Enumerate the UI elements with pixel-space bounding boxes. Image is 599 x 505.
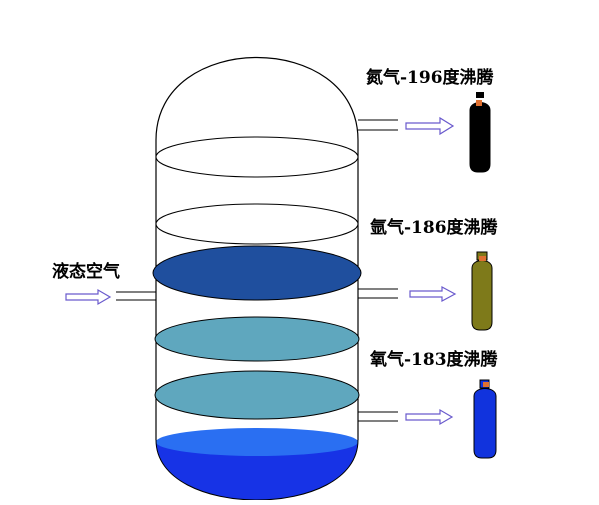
oxygen-label: 氧气-183度沸腾 [370,350,498,370]
argon-cylinder-icon [471,251,493,331]
argon-arrow-icon [409,285,457,303]
oxygen-outlet-pipe [358,411,398,422]
tray-5 [154,370,360,420]
nitrogen-arrow-icon [405,116,455,136]
inlet-arrow-icon [65,288,112,306]
nitrogen-label: 氮气-196度沸腾 [366,68,494,88]
tray-4 [154,316,360,362]
nitrogen-outlet-pipe [358,119,398,131]
input-label: 液态空气 [52,262,120,282]
argon-outlet-pipe [358,288,398,299]
oxygen-arrow-icon [405,408,454,426]
argon-label: 氩气-186度沸腾 [370,218,498,238]
inlet-pipe [116,291,156,301]
nitrogen-cylinder-icon [469,92,491,173]
column-outline [155,57,359,440]
tray-1 [155,136,359,178]
column-dome [155,57,359,141]
oxygen-cylinder-icon [473,379,497,459]
tray-2 [155,203,359,245]
tray-3 [152,245,362,301]
liquid-oxygen-pool [155,428,359,501]
